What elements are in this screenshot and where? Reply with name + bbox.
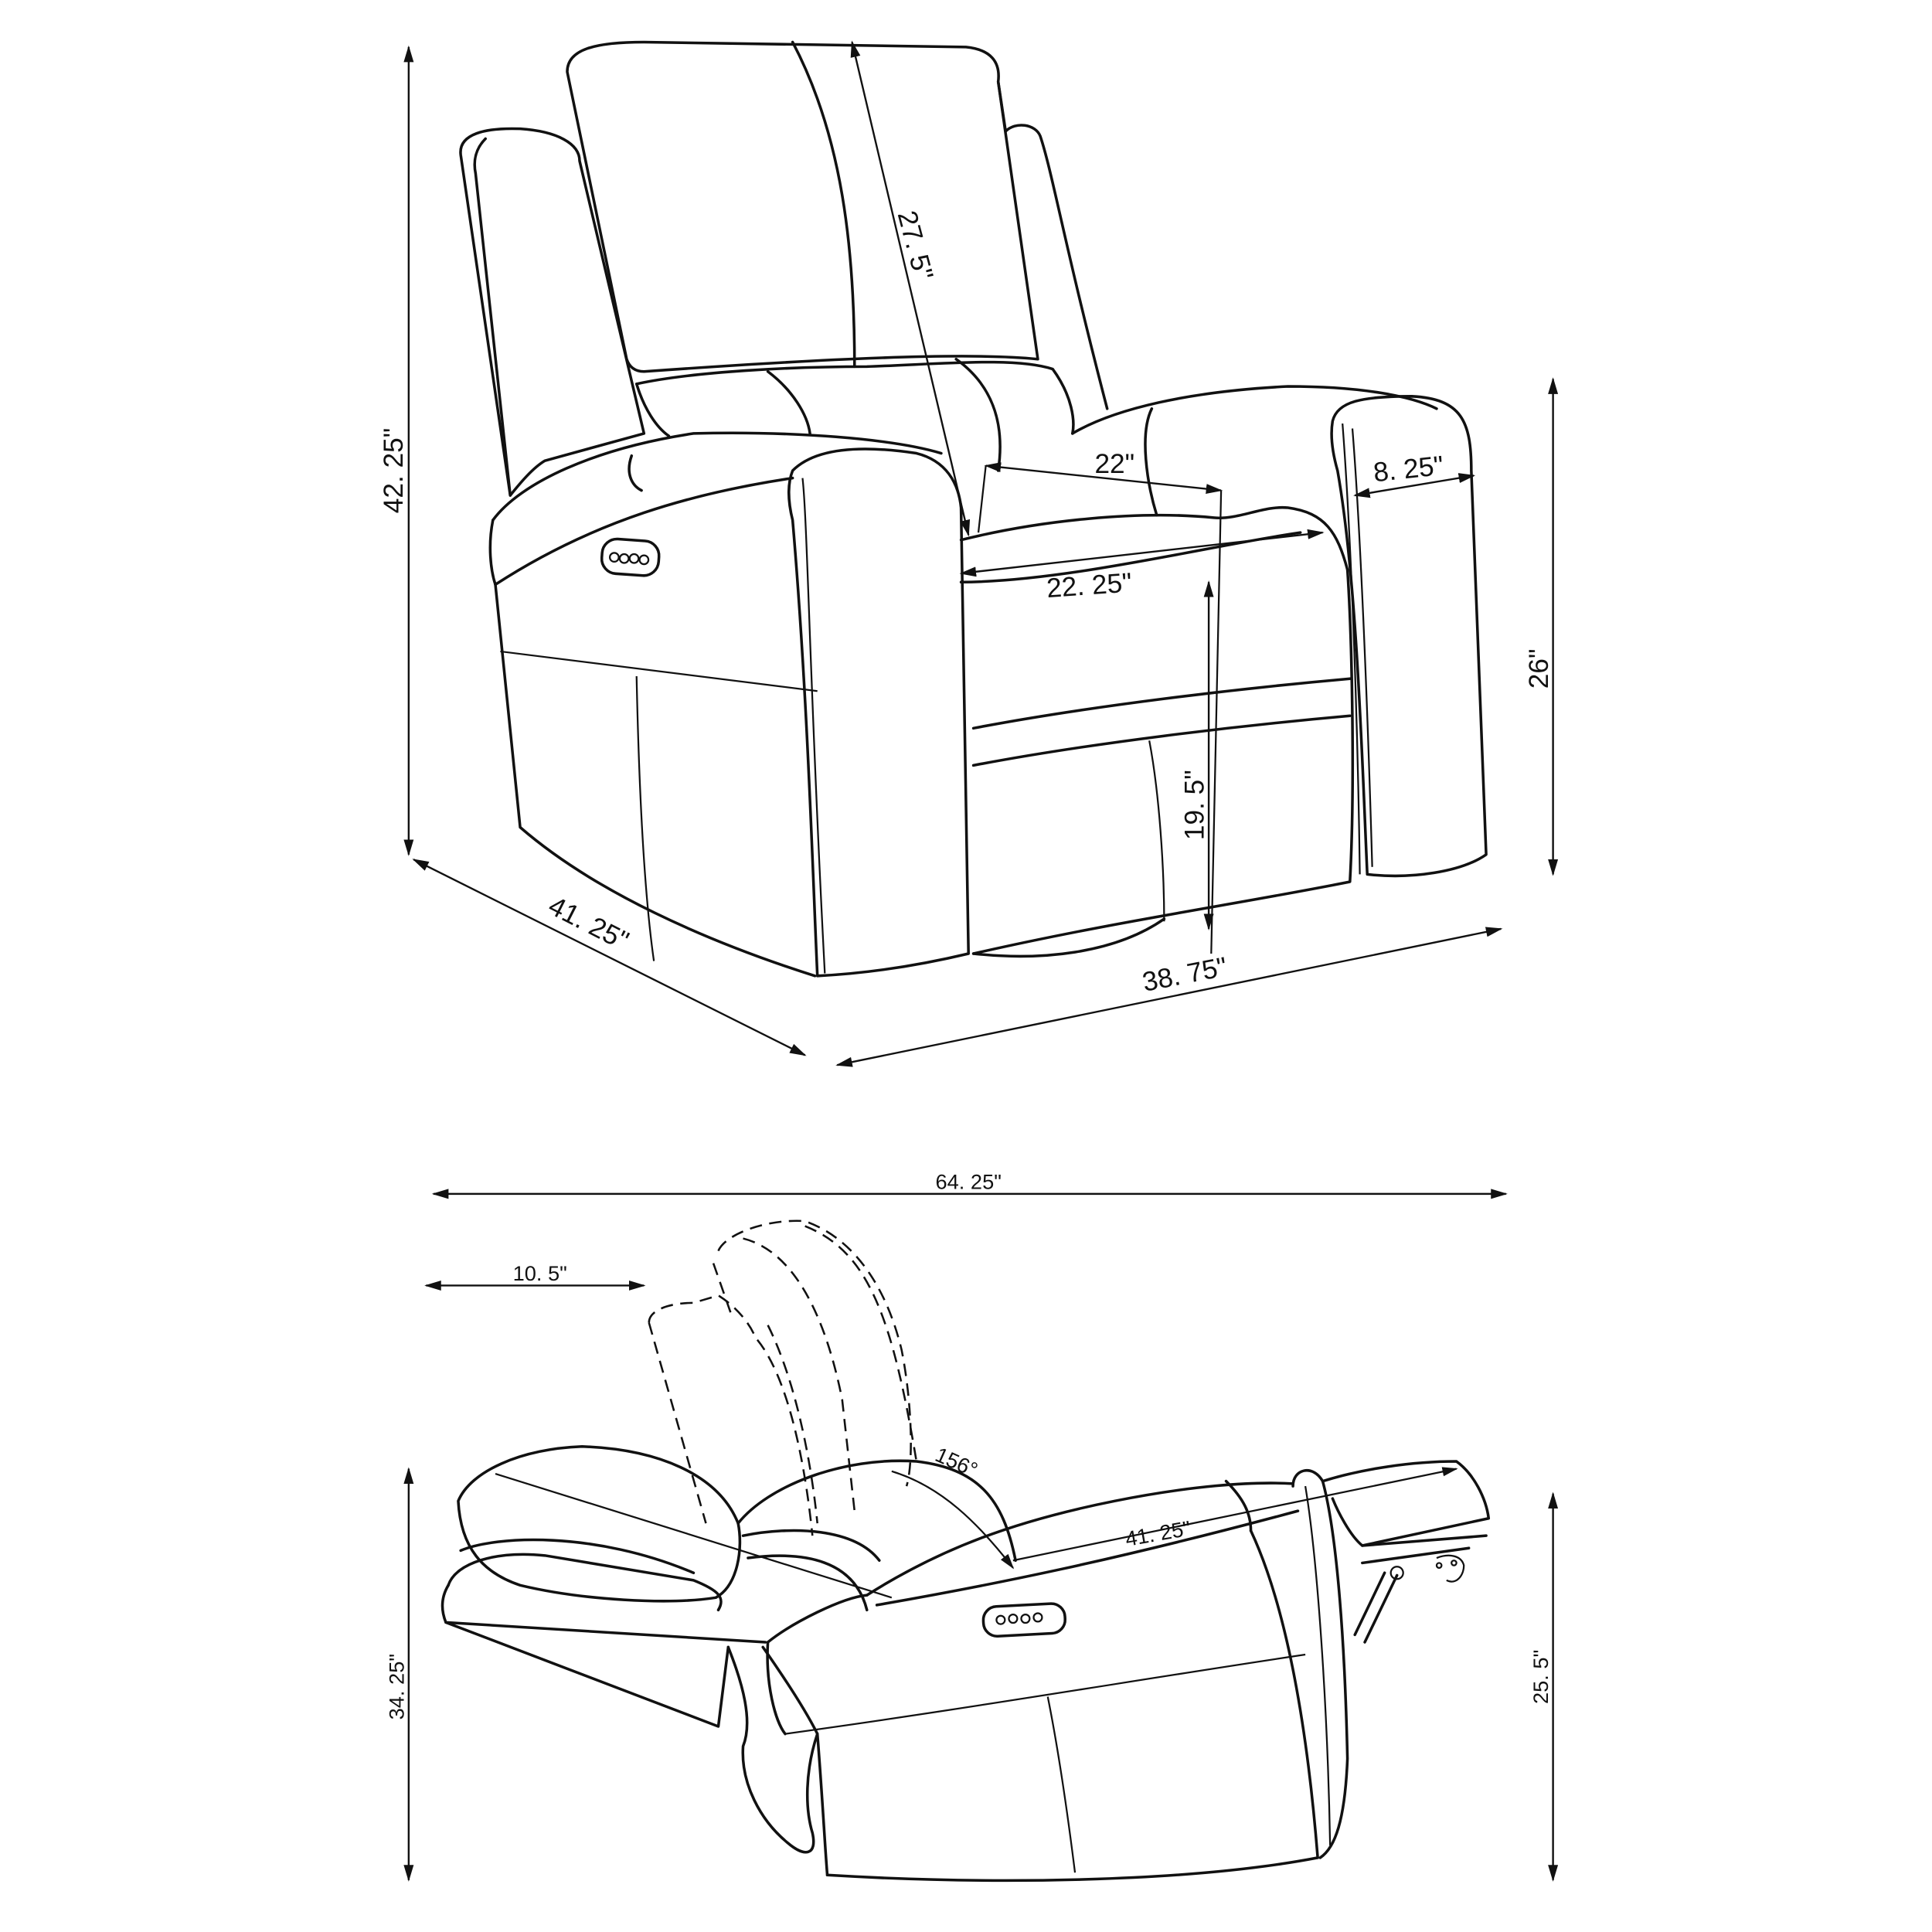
- dim-seat-depth: 22": [1094, 449, 1134, 479]
- front-view-chair: [459, 40, 1488, 978]
- side-view-dimensions: 64. 25" 10. 5" 156° 41. 25" 34. 25" 25. …: [384, 1169, 1559, 1882]
- dim-wall-clearance: 10. 5": [513, 1261, 567, 1285]
- power-button-panel-side-icon: [981, 1602, 1067, 1638]
- dim-reclined-length: 64. 25": [936, 1169, 1002, 1193]
- dim-seat-width: 22. 25": [1046, 567, 1133, 604]
- dim-overall-width: 38. 75": [1140, 951, 1230, 997]
- dim-recline-angle: 156°: [932, 1442, 981, 1481]
- dim-arm-width: 8. 25": [1372, 451, 1445, 488]
- front-view-dimensions: 42. 25" 27. 5" 22" 22. 25" 8. 25" 26" 19…: [379, 40, 1559, 1067]
- dim-reclined-height: 34. 25": [384, 1654, 408, 1719]
- dim-overall-height: 42. 25": [379, 428, 409, 514]
- dim-arm-height: 26": [1524, 649, 1554, 689]
- side-view-reclined-chair: [440, 1219, 1491, 1883]
- dim-footrest-height: 25. 5": [1529, 1650, 1553, 1704]
- power-button-panel-icon: [600, 537, 661, 577]
- dim-back-height: 27. 5": [892, 208, 939, 284]
- dim-seat-height: 19. 5": [1180, 770, 1210, 840]
